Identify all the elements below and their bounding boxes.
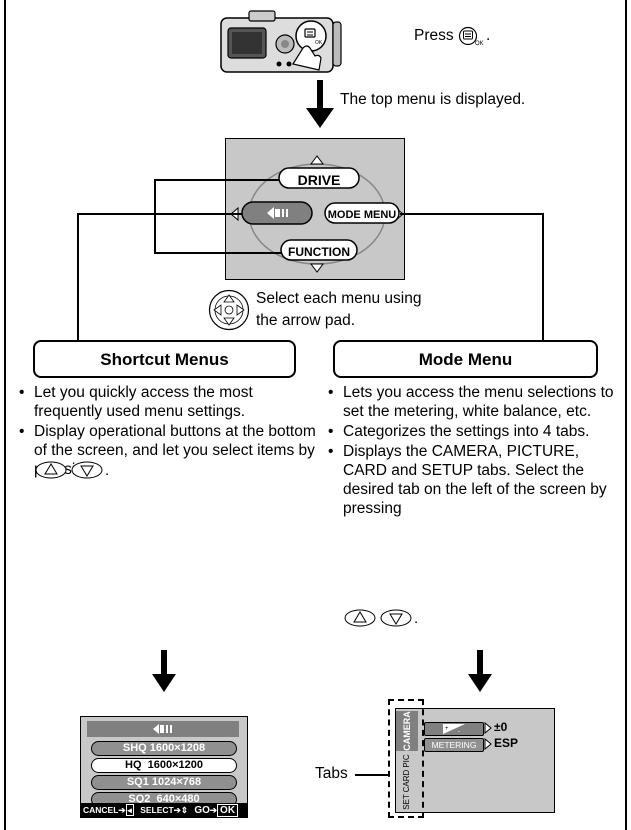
- up-down-buttons-icon: .: [344, 609, 418, 627]
- quality-footer-bar: CANCEL➔◂ SELECT➔⇕ GO➔OK: [80, 803, 248, 818]
- image-quality-screen: SHQ 1600×1208 HQ 1600×1200 SQ1 1024×768 …: [80, 716, 248, 818]
- down-arrow: [306, 80, 334, 128]
- svg-text:-: -: [458, 729, 460, 734]
- go-label: GO: [194, 805, 210, 816]
- quality-option[interactable]: HQ 1600×1200: [91, 758, 237, 773]
- quality-option[interactable]: SQ1 1024×768: [91, 775, 237, 790]
- quality-header-bar: [87, 721, 239, 737]
- page-border-left: [4, 0, 6, 830]
- metering-item[interactable]: METERING: [424, 738, 484, 752]
- left-arrow-icon: ◂: [125, 804, 134, 816]
- arrow-pad-icon: [208, 289, 250, 331]
- shortcut-menus-title: Shortcut Menus: [100, 350, 229, 369]
- camera-illustration: OK: [220, 10, 342, 73]
- exposure-compensation-icon: + -: [443, 724, 465, 734]
- mode-menu-screen: [395, 708, 555, 813]
- tab-camera[interactable]: CAMERA: [396, 711, 418, 751]
- exposure-value: ±0: [494, 720, 508, 734]
- metering-value: ESP: [494, 736, 519, 750]
- tabs-label: Tabs: [315, 765, 348, 782]
- up-down-buttons-icon: .: [35, 461, 109, 479]
- select-label: SELECT: [140, 805, 174, 815]
- list-item: •Lets you access the menu selections to …: [328, 384, 614, 420]
- arrow-pad-line2: the arrow pad.: [256, 312, 356, 329]
- tabs-highlight-frame: [388, 699, 424, 818]
- quality-icon: [153, 724, 172, 734]
- chevron-right-icon: [484, 738, 492, 750]
- cancel-label: CANCEL: [83, 805, 119, 815]
- chevron-right-icon: [484, 722, 492, 734]
- tabs-pointer-line: [355, 774, 388, 776]
- arrow-pad-line1: Select each menu using: [256, 290, 422, 307]
- list-item: •Displays the CAMERA, PICTURE, CARD and …: [328, 443, 607, 517]
- exposure-compensation-item[interactable]: + -: [424, 722, 484, 736]
- mode-bullet-list: •Lets you access the menu selections to …: [325, 383, 625, 519]
- function-menu-item[interactable]: FUNCTION: [288, 245, 350, 259]
- menu-ok-button-icon: OK: [458, 26, 484, 46]
- page-border-right: [625, 0, 627, 830]
- shortcut-menus-box: Shortcut Menus: [33, 340, 296, 378]
- up-down-icon: ⇕: [180, 805, 188, 815]
- mode-menu-item[interactable]: MODE MENU: [327, 209, 397, 221]
- svg-text:.: .: [105, 462, 109, 479]
- quality-option[interactable]: SHQ 1600×1208: [91, 741, 237, 756]
- svg-text:OK: OK: [315, 40, 323, 46]
- top-menu-caption: The top menu is displayed.: [340, 91, 526, 108]
- svg-text:OK: OK: [475, 41, 484, 46]
- press-text: Press: [414, 27, 454, 45]
- list-item: •Let you quickly access the most frequen…: [19, 384, 253, 420]
- mode-menu-title: Mode Menu: [418, 350, 513, 369]
- mode-menu-box: Mode Menu: [333, 340, 598, 378]
- svg-text:+: +: [445, 726, 449, 732]
- down-arrow: [152, 650, 176, 692]
- ok-label: OK: [217, 804, 239, 817]
- down-arrow: [468, 650, 492, 692]
- drive-menu-item[interactable]: DRIVE: [297, 172, 341, 188]
- shortcut-bullet-list: •Let you quickly access the most frequen…: [16, 383, 316, 480]
- top-menu-graphics: [230, 155, 404, 273]
- connector-lines: [77, 179, 544, 340]
- press-instruction: Press OK .: [414, 26, 491, 46]
- svg-text:.: .: [414, 610, 418, 627]
- list-item: •Categorizes the settings into 4 tabs.: [328, 423, 590, 440]
